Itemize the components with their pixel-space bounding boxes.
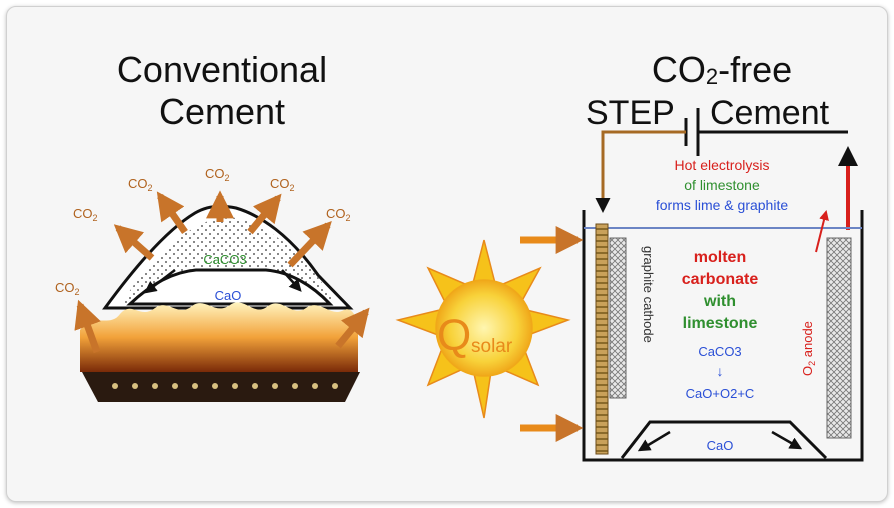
o2-arrow [815, 210, 829, 253]
electrolyte-line3: with [703, 293, 736, 310]
products-label: CaO+O2+C [686, 386, 755, 401]
cathode-mesh [609, 237, 627, 399]
kiln-burner [82, 372, 360, 402]
co2-label-6: CO2 [326, 206, 351, 223]
reaction-arrow-left [144, 269, 176, 294]
title-step: STEP [586, 94, 675, 132]
cao-precipitate [620, 420, 828, 460]
caco3-label: CaCO3 [203, 252, 246, 267]
battery-symbol [684, 108, 700, 156]
co2-label-2: CO2 [73, 206, 98, 223]
electrolyte-line1: molten [694, 249, 746, 266]
reaction-arrow-down: ↓ [717, 363, 724, 379]
cao-label-left: CaO [215, 288, 242, 303]
reaction-arrow-right [281, 269, 302, 292]
co2-label-5: CO2 [270, 176, 295, 193]
hot-electrolysis-line2: of limestone [684, 177, 760, 193]
co2-labels: CO2 CO2 CO2 CO2 CO2 CO2 [55, 166, 351, 297]
co2-label-4: CO2 [205, 166, 230, 183]
left-title-line1: Conventional [117, 49, 327, 90]
right-title-line1: CO2-free [652, 49, 792, 90]
hot-electrolysis-line1: Hot electrolysis [675, 157, 770, 173]
kiln-fire [80, 302, 358, 372]
electrolyte-line2: carbonate [682, 271, 759, 288]
solar-heat-arrows [520, 226, 584, 442]
left-title-line2: Cement [159, 91, 285, 132]
anode-mesh [826, 237, 852, 439]
graphite-cathode-rod [595, 223, 609, 455]
co2-label-1: CO2 [55, 280, 80, 297]
sun-solar-label: solar [471, 336, 513, 357]
hot-electrolysis-line3: forms lime & graphite [656, 197, 788, 213]
cao-arrow-left [637, 430, 671, 452]
sun-icon [395, 239, 571, 419]
cao-arrow-right [771, 430, 803, 450]
burner-holes [112, 383, 338, 389]
cathode-label: graphite cathode [641, 246, 656, 343]
electrolysis-cell [582, 210, 864, 462]
electrolyte-line4: limestone [683, 315, 758, 332]
caco3-right: CaCO3 [698, 344, 741, 359]
title-cement: Cement [710, 94, 830, 132]
cao-label-right: CaO [707, 438, 734, 453]
anode-label: O2 anode [800, 321, 817, 376]
co2-label-3: CO2 [128, 176, 153, 193]
co2-arrows [74, 190, 370, 354]
cathode-wire [595, 130, 686, 213]
sun-q-label: Q [437, 311, 471, 360]
